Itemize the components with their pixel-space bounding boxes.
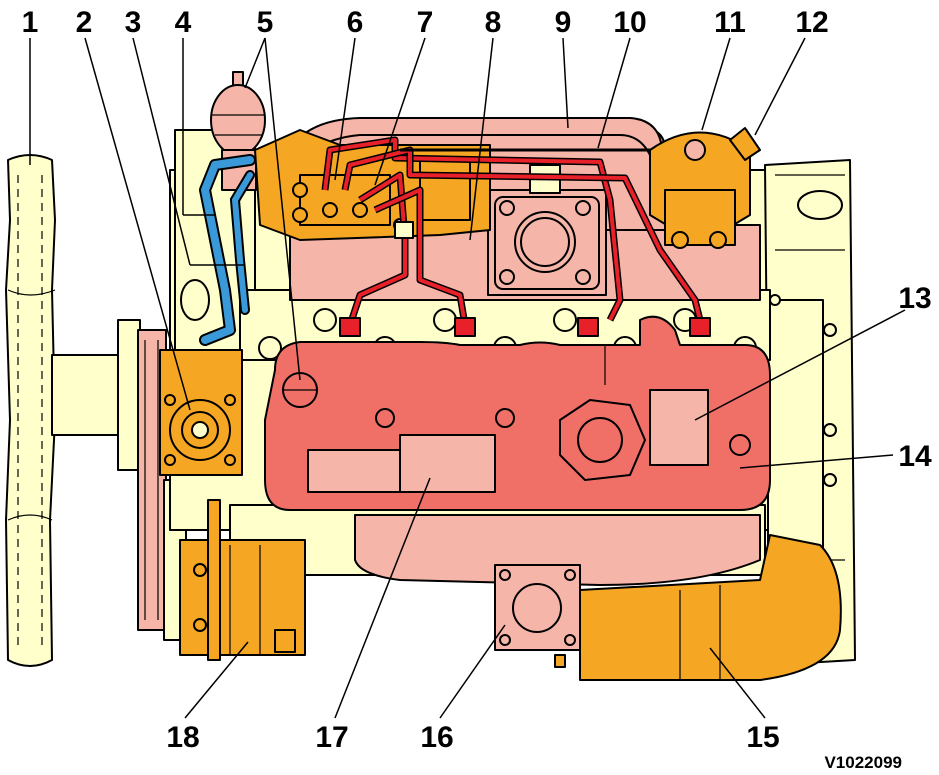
callout-13: 13	[898, 282, 931, 315]
injectors	[339, 317, 711, 337]
oil-sump	[354, 514, 761, 651]
callout-17: 17	[315, 721, 348, 754]
callout-14: 14	[898, 440, 932, 473]
callout-11: 11	[714, 6, 746, 39]
alternator	[159, 349, 243, 476]
serial-plate	[649, 389, 709, 466]
coolant-hose-fill	[201, 156, 254, 344]
callout-16: 16	[420, 721, 453, 754]
callout-10: 10	[613, 6, 646, 39]
oil-filter	[179, 499, 306, 661]
callout-7: 7	[417, 6, 434, 39]
callout-15: 15	[746, 721, 779, 754]
callout-2: 2	[76, 6, 93, 39]
starter-motor	[554, 534, 842, 681]
cooling-fan	[5, 154, 56, 667]
fan-hub	[51, 354, 123, 436]
callout-5: 5	[257, 6, 274, 39]
callout-4: 4	[175, 6, 192, 39]
callout-9: 9	[555, 6, 572, 39]
callout-labels: 1 2 3 4 5 6 7 8 9 10 11 12 13 14 15 16 1…	[22, 6, 932, 772]
figure-code: V1022099	[824, 753, 902, 772]
callout-3: 3	[125, 6, 142, 39]
fuel-filter	[649, 127, 761, 249]
callout-6: 6	[347, 6, 364, 39]
engine-plate	[399, 434, 496, 493]
leader-lines	[29, 37, 906, 719]
callout-18: 18	[166, 721, 199, 754]
exhaust-manifold	[264, 315, 771, 511]
engine-plate-left	[307, 449, 404, 493]
callout-8: 8	[485, 6, 502, 39]
callout-12: 12	[795, 6, 828, 39]
callout-1: 1	[22, 6, 39, 39]
